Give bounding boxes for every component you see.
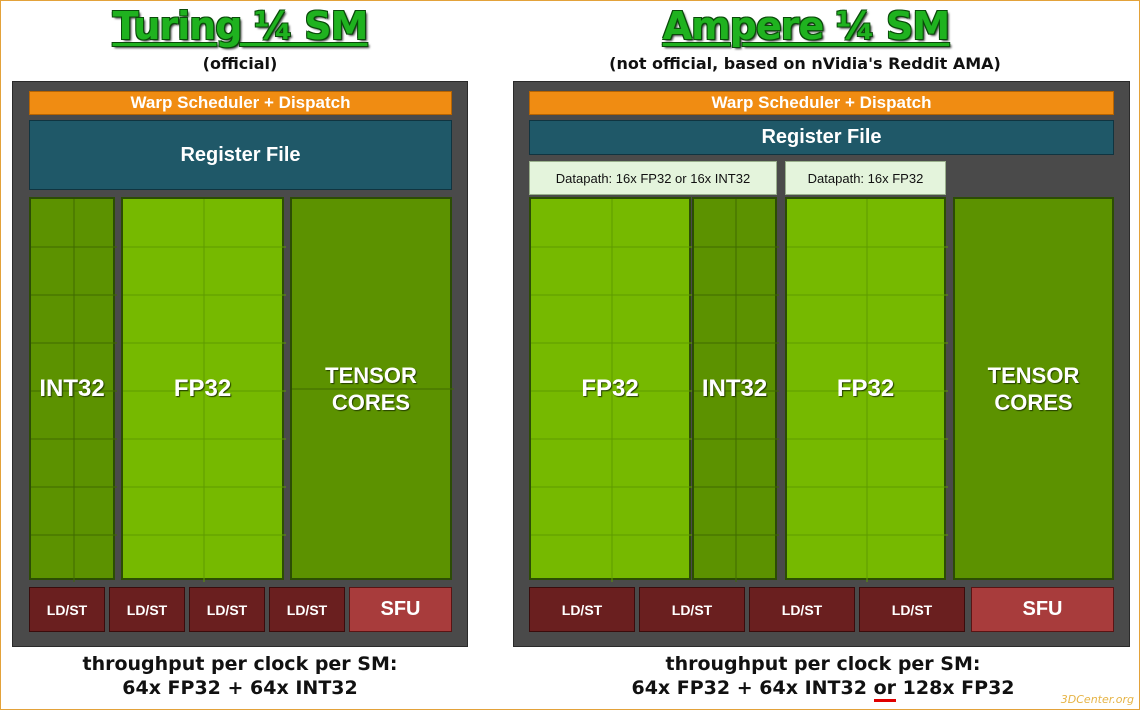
core-grid: [694, 199, 779, 582]
turing-tensor-cores-unit: TENSOR CORES: [290, 197, 454, 580]
turing-title: Turing ¼ SM: [112, 4, 369, 48]
ampere-fp32-label-a: FP32: [581, 374, 639, 402]
turing-ldst-2: LD/ST: [109, 587, 185, 632]
ampere-fp32-unit-a: FP32: [529, 197, 693, 582]
ampere-subtitle: (not official, based on nVidia's Reddit …: [609, 54, 1001, 73]
ampere-ldst-2: LD/ST: [639, 587, 745, 632]
ampere-ldst-3: LD/ST: [749, 587, 855, 632]
watermark: 3DCenter.org: [1060, 693, 1134, 706]
turing-fp32-label: FP32: [173, 374, 232, 402]
ampere-title: Ampere ¼ SM: [662, 4, 950, 48]
turing-tensor-label: TENSOR CORES: [325, 362, 417, 415]
turing-int32-label: INT32: [39, 374, 105, 402]
turing-fp32-unit: FP32: [121, 197, 286, 582]
turing-ldst-4: LD/ST: [269, 587, 345, 632]
ampere-footer: throughput per clock per SM: 64x FP32 + …: [573, 652, 1073, 702]
ampere-footer-line2: 64x FP32 + 64x INT32 or 128x FP32: [573, 676, 1073, 702]
ampere-int32-unit: INT32: [692, 197, 779, 582]
ampere-footer-or: or: [873, 677, 897, 702]
core-grid: [292, 388, 454, 390]
ampere-footer-line2-pre: 64x FP32 + 64x INT32: [631, 677, 874, 699]
ampere-footer-line2-post: 128x FP32: [896, 677, 1015, 699]
turing-footer: throughput per clock per SM: 64x FP32 + …: [40, 652, 440, 700]
ampere-fp32-unit-b: FP32: [785, 197, 948, 582]
turing-ldst-3: LD/ST: [189, 587, 265, 632]
core-grid: [123, 199, 286, 582]
core-grid: [31, 199, 117, 582]
ampere-int32-label: INT32: [701, 374, 768, 402]
ampere-warp-scheduler: Warp Scheduler + Dispatch: [529, 91, 1114, 115]
core-grid: [787, 199, 948, 582]
ampere-tensor-cores-unit: TENSOR CORES: [953, 197, 1114, 580]
turing-ldst-1: LD/ST: [29, 587, 105, 632]
turing-footer-line2: 64x FP32 + 64x INT32: [122, 677, 358, 699]
ampere-datapath-2: Datapath: 16x FP32: [785, 161, 946, 195]
turing-subtitle: (official): [202, 54, 278, 73]
core-grid: [531, 199, 693, 582]
ampere-datapath-1: Datapath: 16x FP32 or 16x INT32: [529, 161, 777, 195]
ampere-fp32-label-b: FP32: [836, 374, 895, 402]
ampere-sfu: SFU: [971, 587, 1114, 632]
turing-warp-scheduler: Warp Scheduler + Dispatch: [29, 91, 452, 115]
turing-int32-unit: INT32: [29, 197, 117, 582]
ampere-footer-line1: throughput per clock per SM:: [665, 653, 981, 675]
ampere-ldst-1: LD/ST: [529, 587, 635, 632]
turing-sfu: SFU: [349, 587, 452, 632]
ampere-tensor-label: TENSOR CORES: [987, 362, 1080, 415]
turing-footer-line1: throughput per clock per SM:: [82, 653, 398, 675]
ampere-ldst-4: LD/ST: [859, 587, 965, 632]
turing-register-file: Register File: [29, 120, 452, 190]
ampere-register-file: Register File: [529, 120, 1114, 155]
